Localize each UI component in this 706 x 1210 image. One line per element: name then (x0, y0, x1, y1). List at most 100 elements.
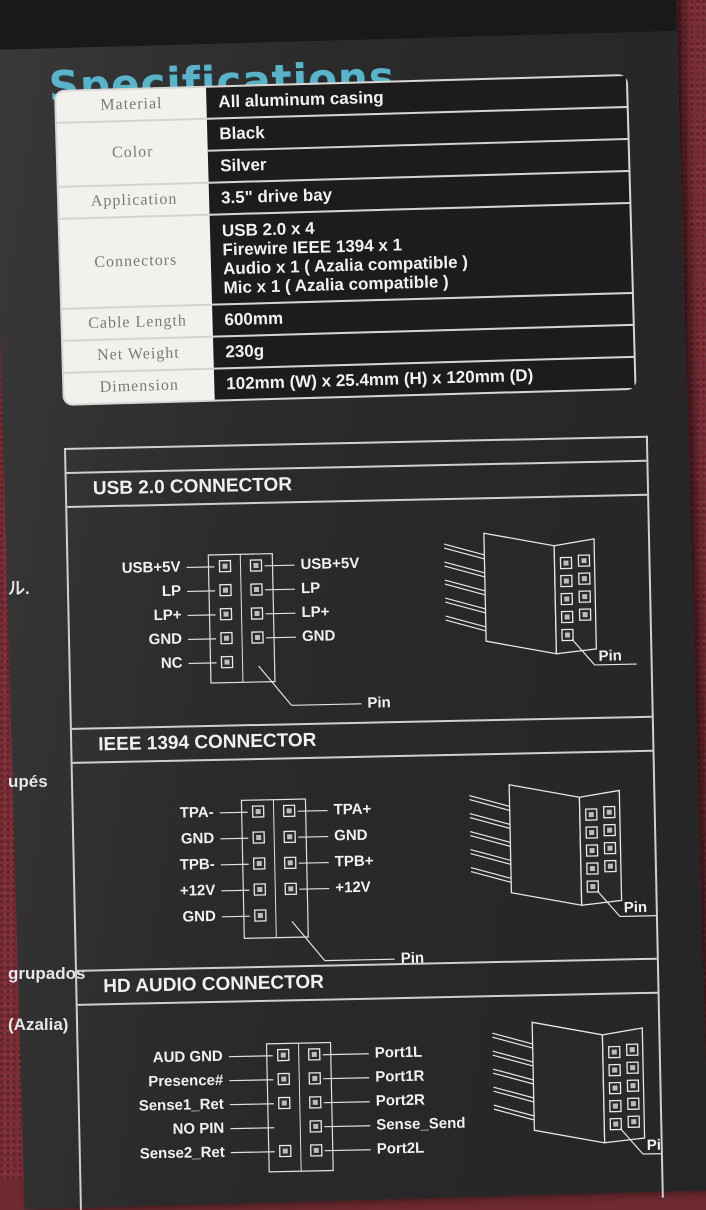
usb-3d-pin (560, 574, 573, 588)
usb-left-label: NC (161, 655, 183, 672)
ieee-block-side (508, 783, 583, 907)
audio-3d-pin (626, 1079, 640, 1093)
usb-3d-pin (578, 590, 592, 603)
usb-left-label: LP (162, 583, 182, 600)
audio-3d-pin (608, 1081, 622, 1095)
audio-right-label: Port2R (376, 1092, 426, 1110)
audio-right-label: Port2L (377, 1140, 425, 1158)
usb-3d-pin-center (564, 632, 571, 638)
audio-3d-pin (627, 1115, 641, 1128)
ieee-right-label: GND (334, 827, 368, 845)
usb-pin-right (251, 631, 264, 644)
ieee-pin-right-center (287, 860, 293, 866)
audio-right-lead (322, 1053, 369, 1056)
usb-3d-pin (559, 556, 573, 570)
audio-3d-pin-center (612, 1103, 618, 1109)
usb-3d-pin (561, 628, 574, 642)
spec-label: Application (90, 190, 178, 211)
audio-3d-pin (609, 1117, 623, 1131)
ieee-3d-pin (602, 805, 616, 819)
ieee-3d-pin (585, 808, 598, 821)
audio-left-lead (230, 1127, 275, 1130)
audio-3d-pin (625, 1043, 639, 1057)
audio-pin-right-center (313, 1147, 319, 1153)
usb-3d-pin-pointer (571, 639, 596, 666)
audio-pin-left (278, 1144, 292, 1158)
ieee-right-lead (297, 809, 328, 812)
audio-left-lead (229, 1079, 274, 1082)
audio-3d-pin-center (611, 1049, 617, 1055)
spec-label: Dimension (99, 376, 180, 396)
spec-label: Net Weight (96, 344, 180, 364)
usb-left-lead (187, 590, 216, 593)
usb-3d-pin-pointer-h (594, 663, 637, 666)
audio-3d-pin-center (629, 1047, 635, 1053)
usb-3d-pin-center (582, 612, 588, 618)
usb-pin-pointer (258, 665, 292, 706)
side-text-fragment-3: grupados (8, 964, 86, 983)
audio-pin-right-center (312, 1075, 318, 1081)
audio-header-divider (298, 1043, 302, 1172)
audio-right-lead (324, 1149, 371, 1152)
ieee-3d-pin-center (589, 829, 595, 836)
audio-3d-pin-center (630, 1065, 636, 1071)
ieee-pin-left-center (256, 860, 262, 867)
usb-pin-left-center (223, 635, 230, 641)
audio-right-label: Port1R (375, 1068, 425, 1086)
usb-3d-pin-center (581, 558, 587, 564)
ieee-3d-pin (586, 862, 599, 875)
ieee-3d-pin (585, 826, 598, 839)
ieee-3d-pin-center (589, 847, 595, 854)
usb-3d-pin (578, 608, 592, 621)
audio-3d-pin-pointer-h (642, 1152, 662, 1155)
audio-right-lead (324, 1125, 371, 1128)
audio-left-lead (229, 1103, 274, 1106)
box-top-edge (0, 0, 677, 50)
audio-block-face (601, 1027, 646, 1144)
ieee-3d-pin-label: Pin (624, 899, 648, 916)
audio-pin-left-center (281, 1076, 287, 1082)
side-text-fragment-2: upés (8, 772, 48, 791)
ieee-right-label: TPB+ (335, 853, 374, 871)
ieee-left-label: GND (181, 830, 215, 848)
ieee-pin-pointer-h (324, 958, 395, 962)
audio-pin-right (309, 1144, 323, 1157)
ieee-right-label: +12V (335, 879, 371, 897)
usb-pin-right (249, 559, 263, 572)
audio-pin-right (308, 1072, 322, 1085)
ieee-pin-left-center (257, 886, 263, 893)
ieee-3d-pin-pointer (596, 890, 621, 917)
audio-pin-left-center (280, 1052, 286, 1058)
usb-3d-pin-center (564, 596, 570, 602)
ieee-left-label: GND (182, 908, 216, 926)
audio-pin-right (307, 1048, 321, 1061)
usb-pin-left (220, 631, 233, 645)
ieee-pin-left-center (255, 808, 261, 815)
ieee-pin-right (283, 830, 296, 844)
ieee-left-lead (219, 811, 248, 814)
ieee-block-face (578, 789, 623, 906)
audio-right-lead (323, 1101, 370, 1104)
audio-3d-pin-center (631, 1119, 637, 1125)
audio-pin-left-center (281, 1100, 287, 1106)
ieee-3d-pin (585, 844, 599, 857)
ieee-pin-right-center (287, 834, 293, 840)
usb-left-lead (188, 662, 217, 665)
audio-3d-pin-center (630, 1101, 636, 1107)
ieee-left-lead (221, 915, 250, 918)
usb-3d-pin-center (582, 594, 588, 600)
audio-pin-left (276, 1048, 290, 1062)
usb-right-lead (264, 564, 295, 567)
usb-3d-pin (577, 554, 591, 567)
audio-3d-pin-center (612, 1067, 618, 1073)
audio-3d-pin (609, 1099, 622, 1113)
usb-right-lead (266, 636, 297, 639)
usb-pin-left (218, 559, 232, 573)
audio-right-label: Port1L (375, 1044, 423, 1062)
audio-pin-right-center (312, 1099, 318, 1105)
ieee-3d-pin (603, 841, 617, 855)
